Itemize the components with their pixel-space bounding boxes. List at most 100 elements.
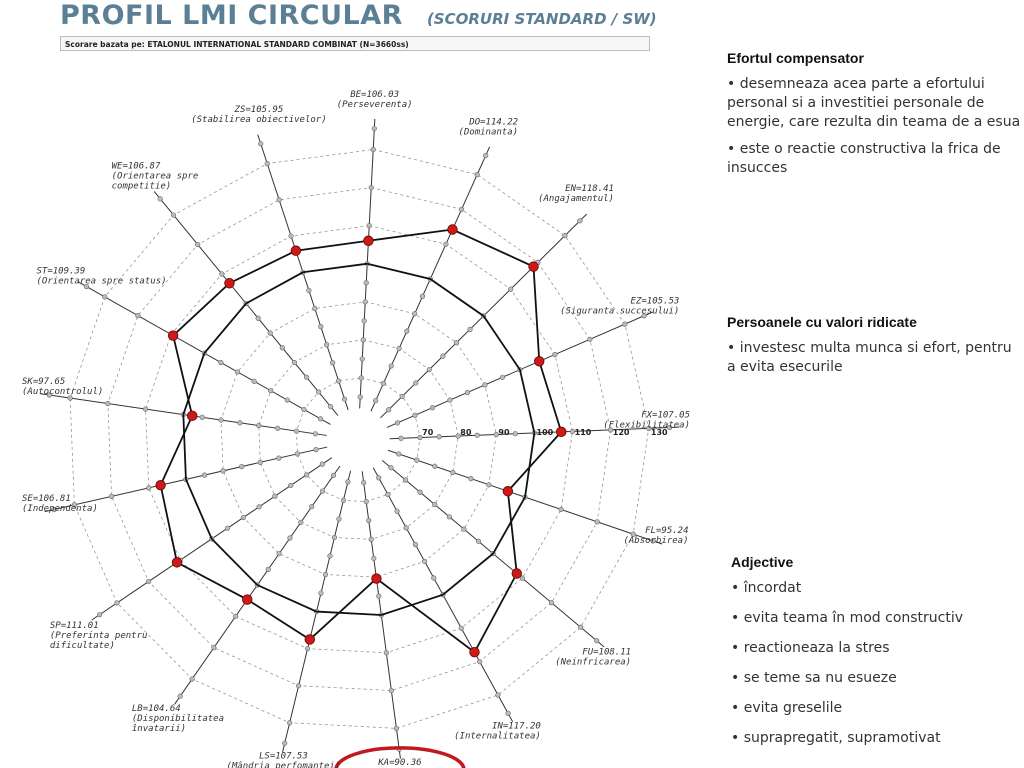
axis-node [199, 414, 205, 420]
profile-point-SK [186, 410, 198, 422]
page-title: PROFIL LMI CIRCULAR [60, 0, 403, 31]
axis-node [293, 428, 300, 434]
axis-node [426, 366, 432, 373]
axis-node [464, 389, 471, 396]
profile-point-LB [242, 594, 253, 605]
axis-label-EN: (Angajamentul) [538, 194, 614, 204]
axis-node [371, 555, 377, 561]
axis-node [477, 658, 483, 665]
axis-node [177, 693, 183, 699]
axis-node [467, 326, 473, 332]
axis-node [594, 519, 600, 525]
axis-node [301, 406, 307, 413]
axis-label-LB: (Disponibilitatea [132, 714, 224, 724]
axis-node [493, 431, 499, 438]
reference-polygon-100 [182, 262, 536, 616]
axis-node [558, 506, 564, 513]
axis-node [505, 710, 511, 716]
axis-node [327, 553, 333, 559]
axis-node [578, 624, 584, 630]
adjective-item: • reactioneaza la stres [731, 640, 890, 656]
axis-node [453, 340, 460, 346]
axis-node [594, 638, 600, 644]
axis-node [218, 359, 224, 366]
panel-high-item: • investesc multa munca si efort, pentru… [727, 340, 1012, 375]
axis-node [383, 650, 389, 656]
axis-node [366, 517, 372, 524]
axis-node [357, 394, 363, 400]
axis-node [287, 535, 293, 541]
axis-node [324, 342, 330, 348]
axis-label-ST: (Orientarea spre status) [36, 277, 166, 287]
axis-node [313, 447, 319, 453]
axis-label-EN: EN=118.41 [565, 184, 614, 194]
axis-node [201, 472, 208, 478]
axis-node [67, 395, 73, 401]
axis-label-ST: ST=109.39 [36, 267, 85, 277]
axis-node [359, 356, 365, 362]
axis-node [279, 345, 285, 351]
axis-node [237, 420, 243, 426]
axis-node [135, 313, 141, 319]
axis-node [458, 625, 464, 631]
axis-node [195, 241, 201, 248]
profile-point-ST [167, 330, 179, 341]
axis-label-LB: LB=104.64 [132, 704, 181, 714]
axis-node [282, 740, 288, 746]
axis-node [413, 380, 419, 386]
axis-node [398, 435, 404, 441]
axis-node [361, 318, 367, 324]
axis-node [303, 472, 310, 478]
axis-node [421, 558, 428, 564]
axis-label-FX: FX=107.05 [641, 410, 690, 420]
axis-node [417, 489, 423, 495]
axis-node [548, 600, 555, 606]
axis-node [257, 459, 263, 465]
axis-node [562, 232, 568, 239]
axis-node [170, 212, 177, 218]
axis-node [482, 382, 488, 388]
axis-node [412, 412, 418, 418]
axis-node [440, 353, 446, 359]
axis-node [312, 305, 318, 312]
axis-node [404, 328, 410, 334]
axis-node [220, 468, 226, 474]
axis-node [287, 720, 293, 726]
axis-node [622, 321, 628, 327]
axis-node [474, 432, 480, 438]
panel-effort-item: • desemneaza acea parte a efortului pers… [727, 76, 1021, 130]
axis-node [432, 501, 438, 508]
profile-point-EN [528, 261, 539, 272]
axis-node [483, 152, 489, 159]
axis-node [211, 645, 217, 651]
axis-node [268, 388, 274, 394]
radar-reference-polygon [182, 262, 536, 616]
axis-node [317, 416, 324, 422]
axis-node [641, 313, 647, 319]
page-subtitle: (SCORURI STANDARD / SW) [426, 10, 657, 28]
axis-node [519, 575, 525, 581]
panel-effort: Efortul compensator • desemneaza acea pa… [727, 50, 1022, 186]
radar-profile [155, 224, 567, 658]
panel-effort-heading: Efortul compensator [727, 50, 864, 66]
axis-node [340, 497, 347, 503]
axis-node [142, 406, 149, 412]
axis-node [71, 502, 78, 508]
axis-node [512, 431, 518, 437]
adjective-item: • evita greselile [731, 700, 843, 716]
axis-node [396, 451, 402, 457]
axis-node [303, 374, 310, 380]
axis-node [412, 542, 419, 548]
axis-label-IN: IN=117.20 [492, 721, 541, 731]
axis-node [443, 241, 449, 247]
axis-label-DO: DO=114.22 [468, 117, 518, 127]
axis-node [587, 336, 593, 342]
axis-node [577, 218, 583, 224]
axis-node [288, 482, 294, 489]
axis-node [403, 525, 409, 531]
axis-label-DO: (Dominanta) [458, 127, 518, 137]
axis-node [288, 233, 294, 239]
axis-node [328, 404, 334, 410]
axis-label-FU: FU=108.11 [582, 647, 631, 657]
